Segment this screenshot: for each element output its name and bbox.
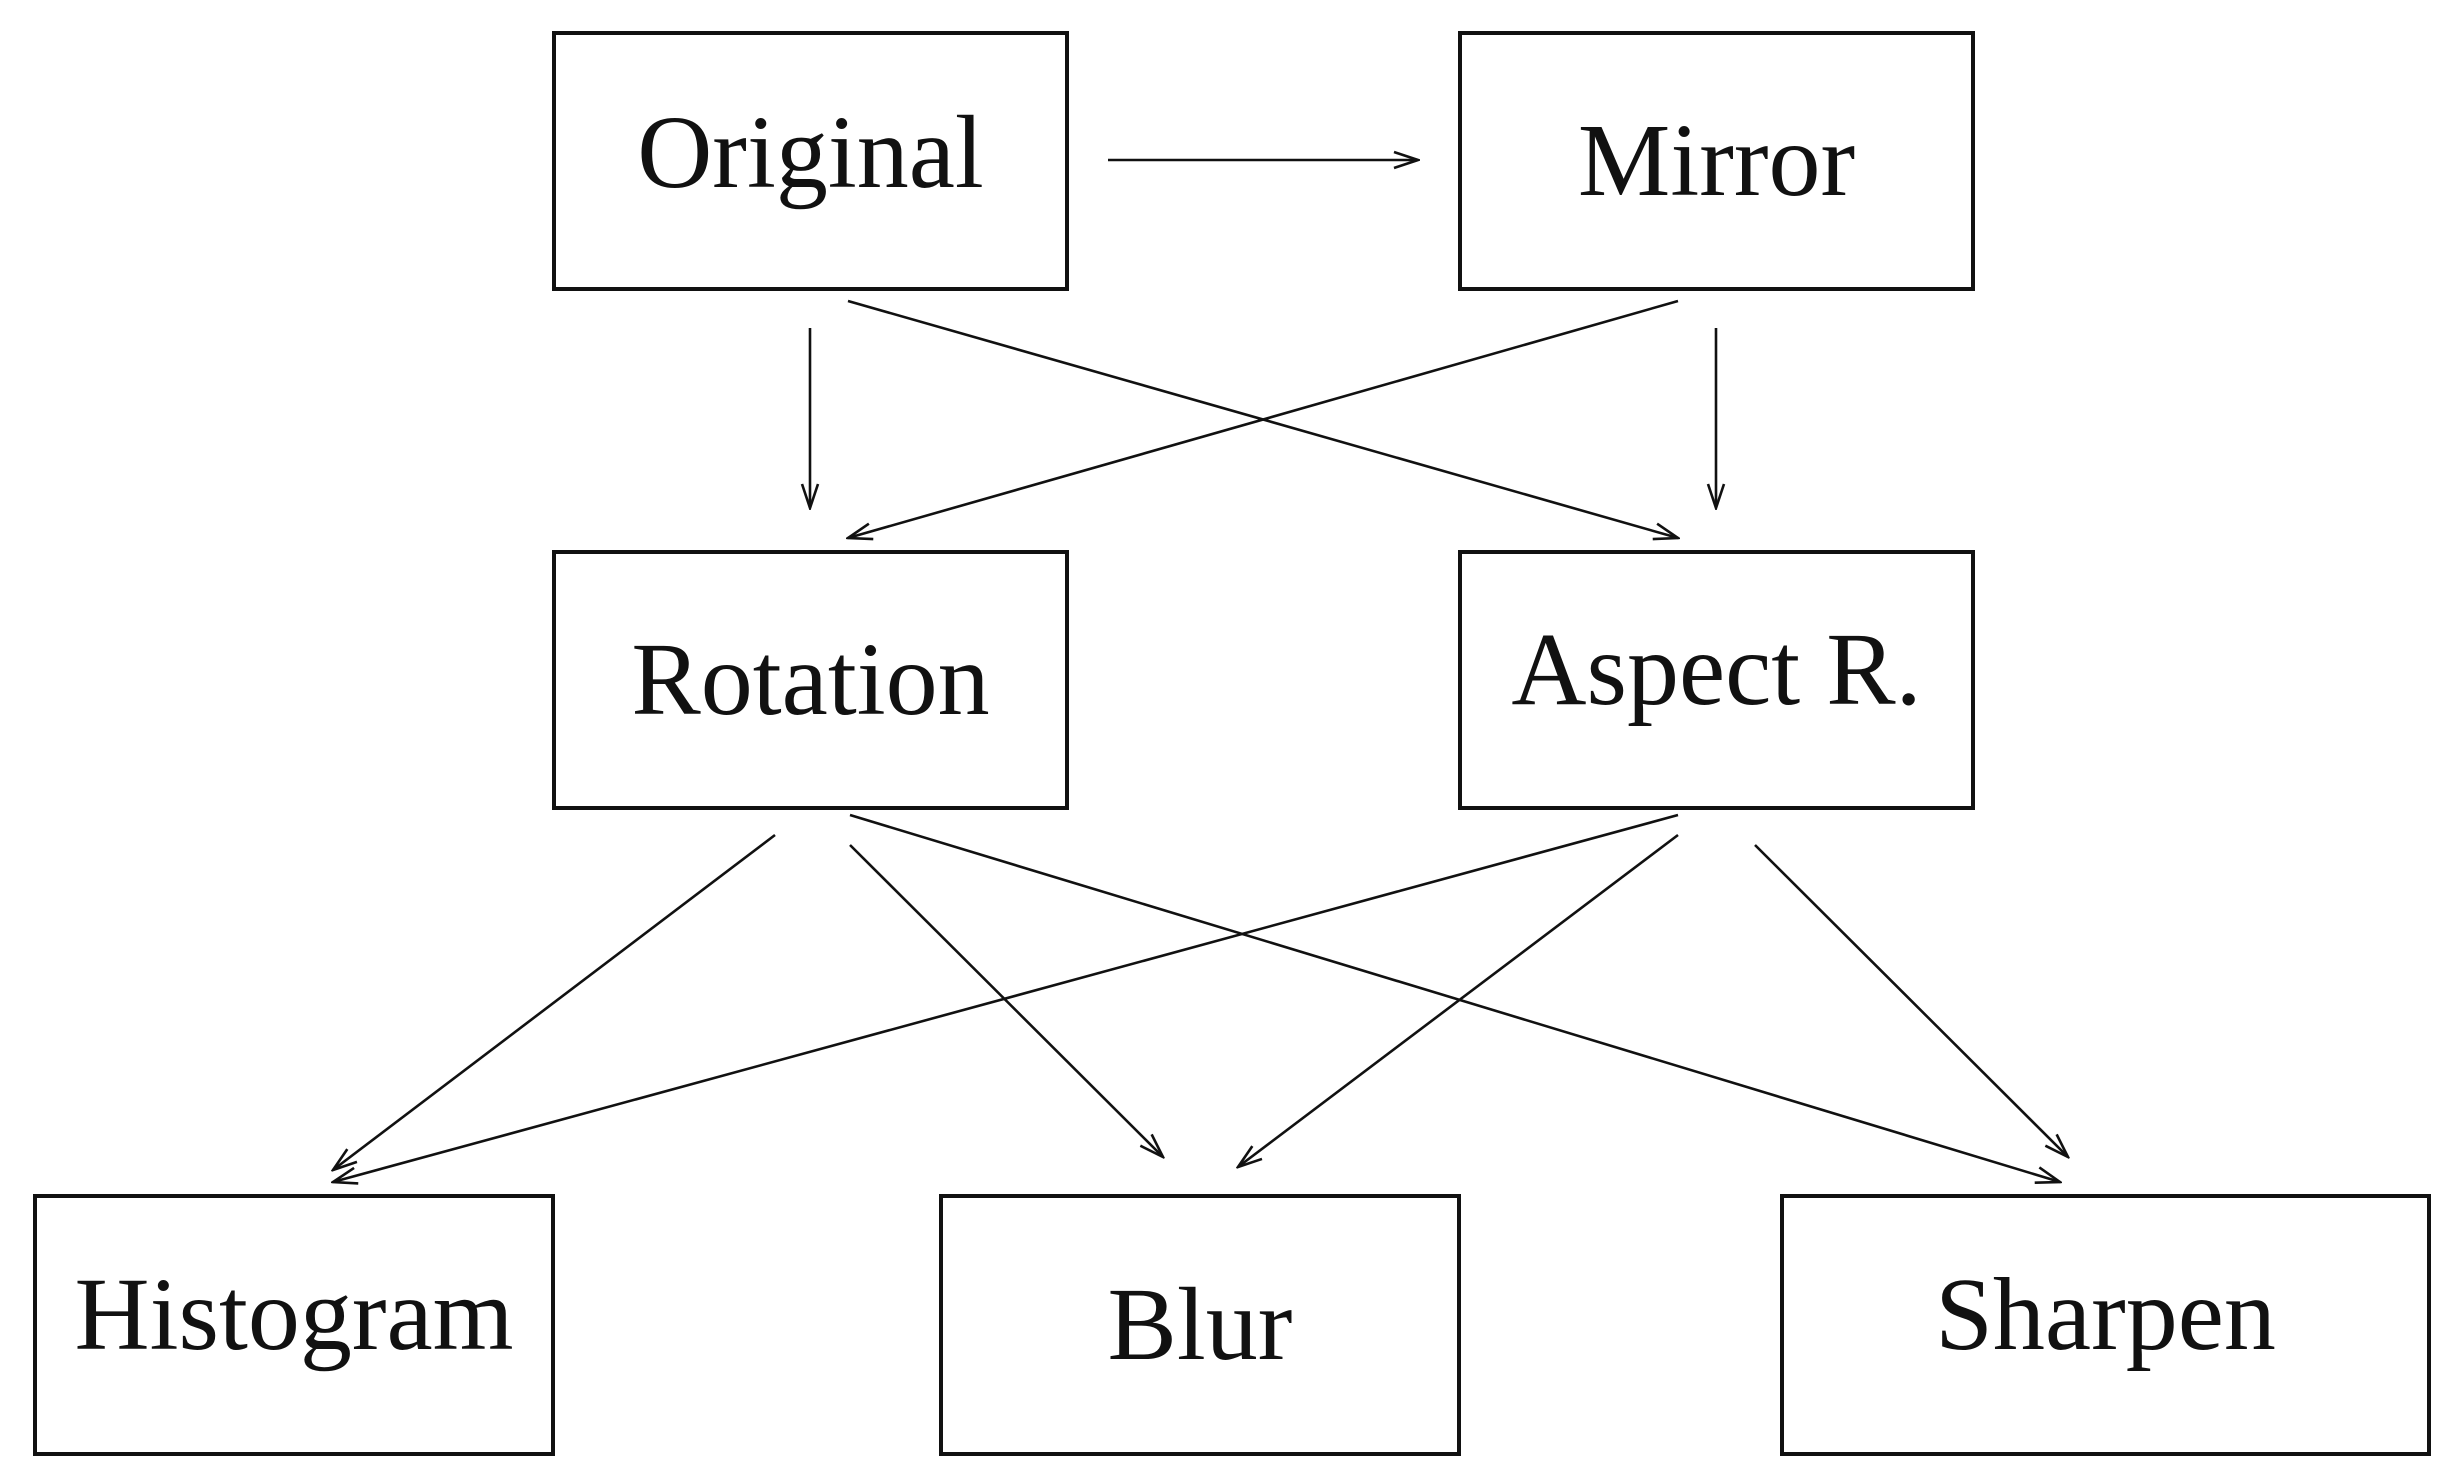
- node-aspect-ratio-label: Aspect R.: [1511, 612, 1922, 727]
- node-mirror-label: Mirror: [1577, 103, 1856, 218]
- edge-aspect-ratio-to-histogram: [333, 813, 1679, 1182]
- node-original-label: Original: [637, 95, 984, 210]
- node-histogram: Histogram: [33, 1194, 555, 1456]
- edge-aspect-ratio-to-blur: [1238, 833, 1679, 1167]
- node-histogram-label: Histogram: [74, 1257, 514, 1372]
- node-rotation-label: Rotation: [631, 622, 990, 737]
- edge-mirror-to-rotation: [848, 299, 1679, 538]
- edge-aspect-ratio-to-sharpen: [1754, 844, 2068, 1157]
- node-original: Original: [552, 31, 1069, 291]
- node-rotation: Rotation: [552, 550, 1069, 810]
- node-mirror: Mirror: [1458, 31, 1975, 291]
- edge-rotation-to-sharpen: [849, 813, 2060, 1182]
- node-blur: Blur: [939, 1194, 1461, 1456]
- edge-rotation-to-blur: [849, 844, 1163, 1157]
- node-sharpen-label: Sharpen: [1935, 1257, 2276, 1372]
- edge-rotation-to-histogram: [333, 833, 776, 1170]
- node-sharpen: Sharpen: [1780, 1194, 2431, 1456]
- node-blur-label: Blur: [1107, 1267, 1293, 1382]
- node-aspect-ratio: Aspect R.: [1458, 550, 1975, 810]
